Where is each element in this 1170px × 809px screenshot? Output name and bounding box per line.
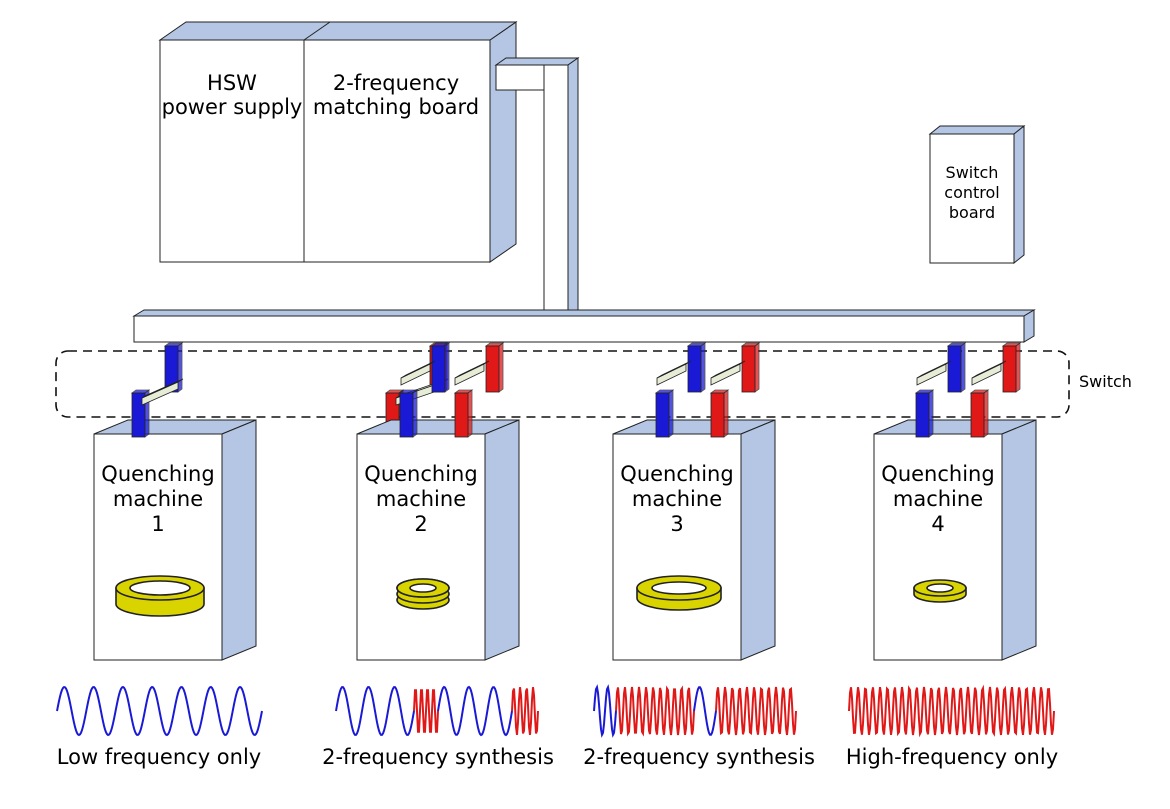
machine-number: 1 <box>151 512 164 536</box>
matching-board-label-2: matching board <box>313 95 479 119</box>
waveform-4 <box>848 684 1055 738</box>
machine-number: 3 <box>670 512 683 536</box>
wide-ring-icon <box>115 575 205 617</box>
power-cabinet: HSW power supply 2-frequency matching bo… <box>158 21 518 263</box>
blue-top-terminal <box>687 345 702 393</box>
machine-number: 4 <box>931 512 944 536</box>
matching-board-box <box>303 39 491 263</box>
blue-bottom-terminal <box>915 392 930 438</box>
blue-switch-blade <box>916 363 947 386</box>
waveform-caption: Low frequency only <box>57 745 261 769</box>
red-top-terminal <box>485 345 500 393</box>
blue-switch-blade <box>656 363 687 386</box>
red-switch-blade <box>710 363 741 386</box>
waveform-caption: 2-frequency synthesis <box>583 745 815 769</box>
power-supply-label-1: HSW <box>207 71 257 95</box>
waveform-3 <box>593 684 797 738</box>
machine-side <box>740 419 776 661</box>
red-switch-blade <box>454 363 485 386</box>
red-switch-blade <box>971 363 1002 386</box>
small-ring-icon <box>913 579 967 603</box>
blue-bottom-terminal <box>399 392 414 438</box>
waveform-caption: High-frequency only <box>846 745 1058 769</box>
machine-side <box>484 419 520 661</box>
flat-ring-icon <box>636 575 722 611</box>
machine-side <box>1001 419 1037 661</box>
switch-region <box>55 350 1070 418</box>
switch-control-board: Switch control board <box>928 124 1026 265</box>
machine-label-2: machine <box>632 487 722 511</box>
machine-label-1: Quenching <box>620 462 733 486</box>
blue-bottom-terminal <box>655 392 670 438</box>
waveform-2 <box>335 685 539 737</box>
switch-3 <box>654 342 761 438</box>
matching-board-label-1: 2-frequency <box>333 71 459 95</box>
blue-top-terminal <box>431 345 446 393</box>
gear-ring-icon <box>396 578 450 610</box>
cabinet-top <box>158 21 518 41</box>
switch-control-label-2: control <box>944 183 999 202</box>
switch-2 <box>398 342 505 438</box>
blue-top-terminal <box>947 345 962 393</box>
bus-bar <box>132 309 1036 343</box>
blue-switch-blade <box>400 363 431 386</box>
switch-control-label-1: Switch <box>946 163 999 182</box>
machine-face <box>873 433 1003 661</box>
machine-label-2: machine <box>113 487 203 511</box>
red-top-terminal <box>741 345 756 393</box>
switch-4 <box>914 342 1022 438</box>
machine-label-1: Quenching <box>881 462 994 486</box>
machine-side <box>221 419 257 661</box>
switch-control-label-3: board <box>949 203 995 222</box>
machine-face <box>356 433 486 661</box>
power-supply-box <box>159 39 305 263</box>
red-bottom-terminal <box>710 392 725 438</box>
machine-face <box>612 433 742 661</box>
machine-face <box>93 433 223 661</box>
machine-label-2: machine <box>893 487 983 511</box>
bus-connector <box>494 57 580 317</box>
red-bottom-terminal <box>970 392 985 438</box>
machine-label-2: machine <box>376 487 466 511</box>
red-top-terminal <box>1002 345 1017 393</box>
waveform-1 <box>56 685 263 737</box>
machine-label-1: Quenching <box>101 462 214 486</box>
waveform-caption: 2-frequency synthesis <box>322 745 554 769</box>
power-supply-label-2: power supply <box>162 95 303 119</box>
machine-number: 2 <box>414 512 427 536</box>
red-bottom-terminal <box>454 392 469 438</box>
machine-label-1: Quenching <box>364 462 477 486</box>
switch-label: Switch <box>1079 372 1132 391</box>
